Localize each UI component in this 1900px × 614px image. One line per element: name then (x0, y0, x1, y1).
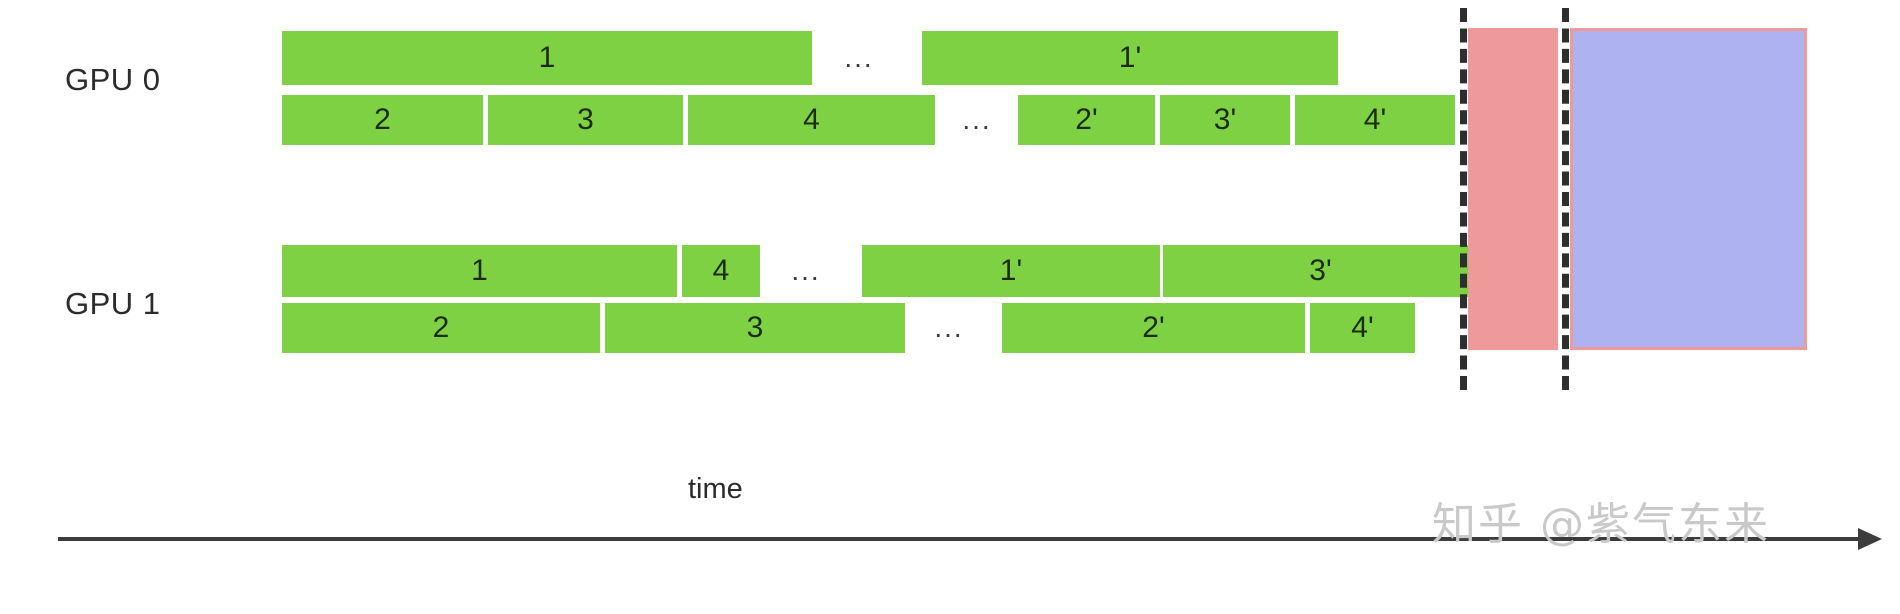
phase-block-pink[interactable] (1468, 28, 1558, 350)
time-axis-arrow-icon (1858, 528, 1882, 550)
bar-gpu0-l1-3[interactable]: 2' (1018, 95, 1155, 145)
row-label-gpu-1: GPU 1 (65, 286, 161, 321)
bar-gpu0-l1-0[interactable]: 2 (282, 95, 483, 145)
bar-gpu1-l0-3[interactable]: 3' (1163, 245, 1478, 297)
bar-gpu1-l1-0[interactable]: 2 (282, 303, 600, 353)
bar-gpu1-l0-2[interactable]: 1' (862, 245, 1160, 297)
bar-gpu0-l0-0[interactable]: 1 (282, 31, 812, 85)
bar-gpu0-l1-4[interactable]: 3' (1160, 95, 1290, 145)
phase-boundary-left-dashed-line (1460, 8, 1467, 390)
phase-block-purple[interactable] (1570, 28, 1807, 350)
time-axis-label: time (688, 473, 743, 505)
ellipsis-gpu0-l1-0: ... (962, 104, 992, 135)
phase-boundary-right-dashed-line (1562, 8, 1569, 390)
bar-gpu0-l0-1[interactable]: 1' (922, 31, 1338, 85)
bar-gpu0-l1-2[interactable]: 4 (688, 95, 935, 145)
bar-gpu1-l0-1[interactable]: 4 (682, 245, 760, 297)
ellipsis-gpu0-l0-0: ... (844, 42, 874, 73)
ellipsis-gpu1-l1-0: ... (934, 312, 964, 343)
bar-gpu1-l1-2[interactable]: 2' (1002, 303, 1305, 353)
bar-gpu1-l0-0[interactable]: 1 (282, 245, 677, 297)
time-axis-line (58, 537, 1863, 541)
row-label-gpu-0: GPU 0 (65, 62, 161, 97)
bar-gpu0-l1-1[interactable]: 3 (488, 95, 683, 145)
bar-gpu1-l1-3[interactable]: 4' (1310, 303, 1415, 353)
bar-gpu1-l1-1[interactable]: 3 (605, 303, 905, 353)
watermark-text: 知乎 @紫气东来 (1432, 499, 1770, 550)
ellipsis-gpu1-l0-0: ... (791, 255, 821, 286)
bar-gpu0-l1-5[interactable]: 4' (1295, 95, 1455, 145)
